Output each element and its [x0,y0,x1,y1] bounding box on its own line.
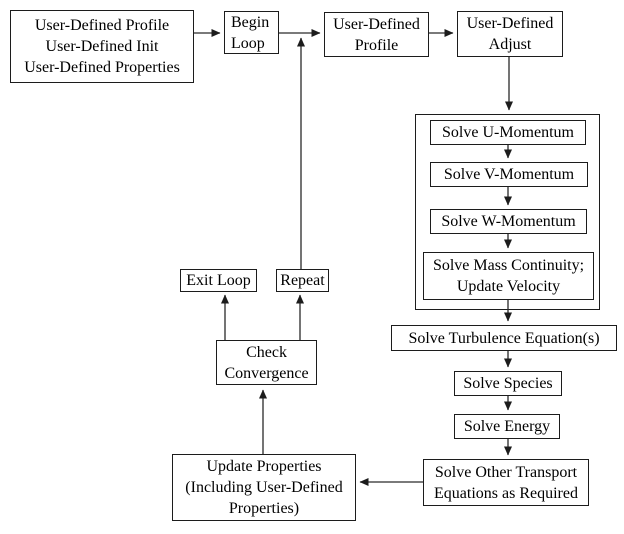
node-text: Update Properties [206,458,322,475]
node-text: Equations as Required [434,484,578,502]
node-text: Solve Energy [463,418,551,435]
node-text: Profile [354,36,399,54]
node-repeat: Repeat [276,269,329,292]
node-text: Solve Mass Continuity; [432,257,585,274]
node-solve-mass-continuity: Solve Mass Continuity; Update Velocity [423,252,594,300]
node-text: Adjust [488,36,532,53]
node-user-defined-profile: User-Defined Profile [324,12,429,57]
node-solve-energy: Solve Energy [454,414,560,439]
node-text: User-Defined Properties [24,59,180,76]
node-check-convergence: Check Convergence [216,340,317,385]
node-text: User-Defined Init [45,38,159,55]
node-text: Exit Loop [186,272,251,289]
node-text: Solve Species [463,375,553,392]
node-solve-w-momentum: Solve W-Momentum [430,209,587,234]
node-text: Update Velocity [456,278,561,295]
node-begin-loop: Begin Loop [224,11,279,54]
node-text: (Including User-Defined [185,479,343,496]
node-text: Solve U-Momentum [442,124,574,141]
node-text: User-Defined [333,15,420,33]
node-solve-other-transport: Solve Other Transport Equations as Requi… [423,459,589,506]
node-text: Solve Turbulence Equation(s) [408,329,600,347]
node-update-properties: Update Properties (Including User-Define… [172,454,356,521]
node-solve-u-momentum: Solve U-Momentum [430,120,586,145]
node-text: Loop [231,34,265,52]
node-text: User-Defined Profile [34,17,170,34]
node-solve-species: Solve Species [454,371,562,396]
node-text: Begin [231,13,270,31]
node-text: Solve V-Momentum [443,166,575,183]
node-text: User-Defined [466,15,554,32]
node-text: Repeat [280,272,325,289]
node-solve-turbulence: Solve Turbulence Equation(s) [391,325,617,351]
node-user-defined-adjust: User-Defined Adjust [457,11,563,57]
node-solve-v-momentum: Solve V-Momentum [430,162,588,187]
node-text: Convergence [224,364,309,382]
node-exit-loop: Exit Loop [180,269,257,292]
node-user-defined-setup: User-Defined Profile User-Defined Init U… [10,10,194,83]
node-text: Solve Other Transport [434,463,578,481]
node-text: Solve W-Momentum [441,213,576,230]
node-text: Check [246,343,287,361]
node-text: Properties) [228,500,300,517]
